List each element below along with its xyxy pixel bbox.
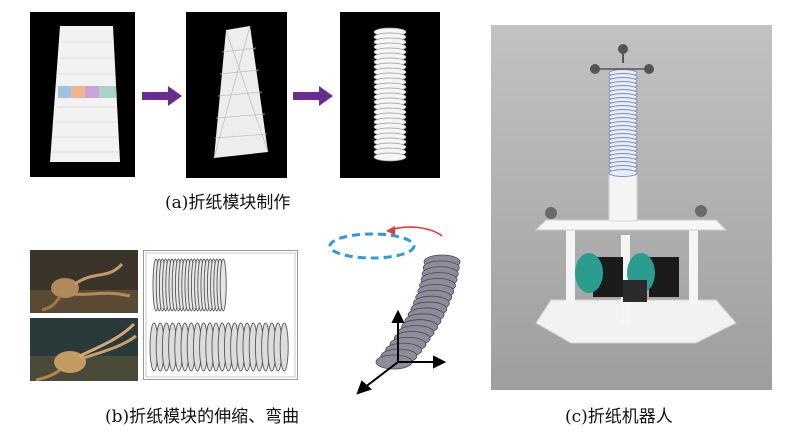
photo-origami-robot [491,25,772,390]
photo-folded-tube [186,12,287,178]
photo-origami-bellows [340,12,440,178]
arrow-right-icon [293,84,335,108]
photo-flat-sheet [30,12,135,177]
caption-c: (c)折纸机器人 [565,407,673,427]
caption-a: (a)折纸模块制作 [165,193,291,213]
bending-bellows-diagram [320,222,480,402]
photo-octopus-top [30,250,138,313]
bellows-stretch-panel [143,250,298,380]
caption-b: (b)折纸模块的伸缩、弯曲 [105,407,300,427]
arrow-right-icon [142,84,184,108]
photo-octopus-bottom [30,318,138,381]
